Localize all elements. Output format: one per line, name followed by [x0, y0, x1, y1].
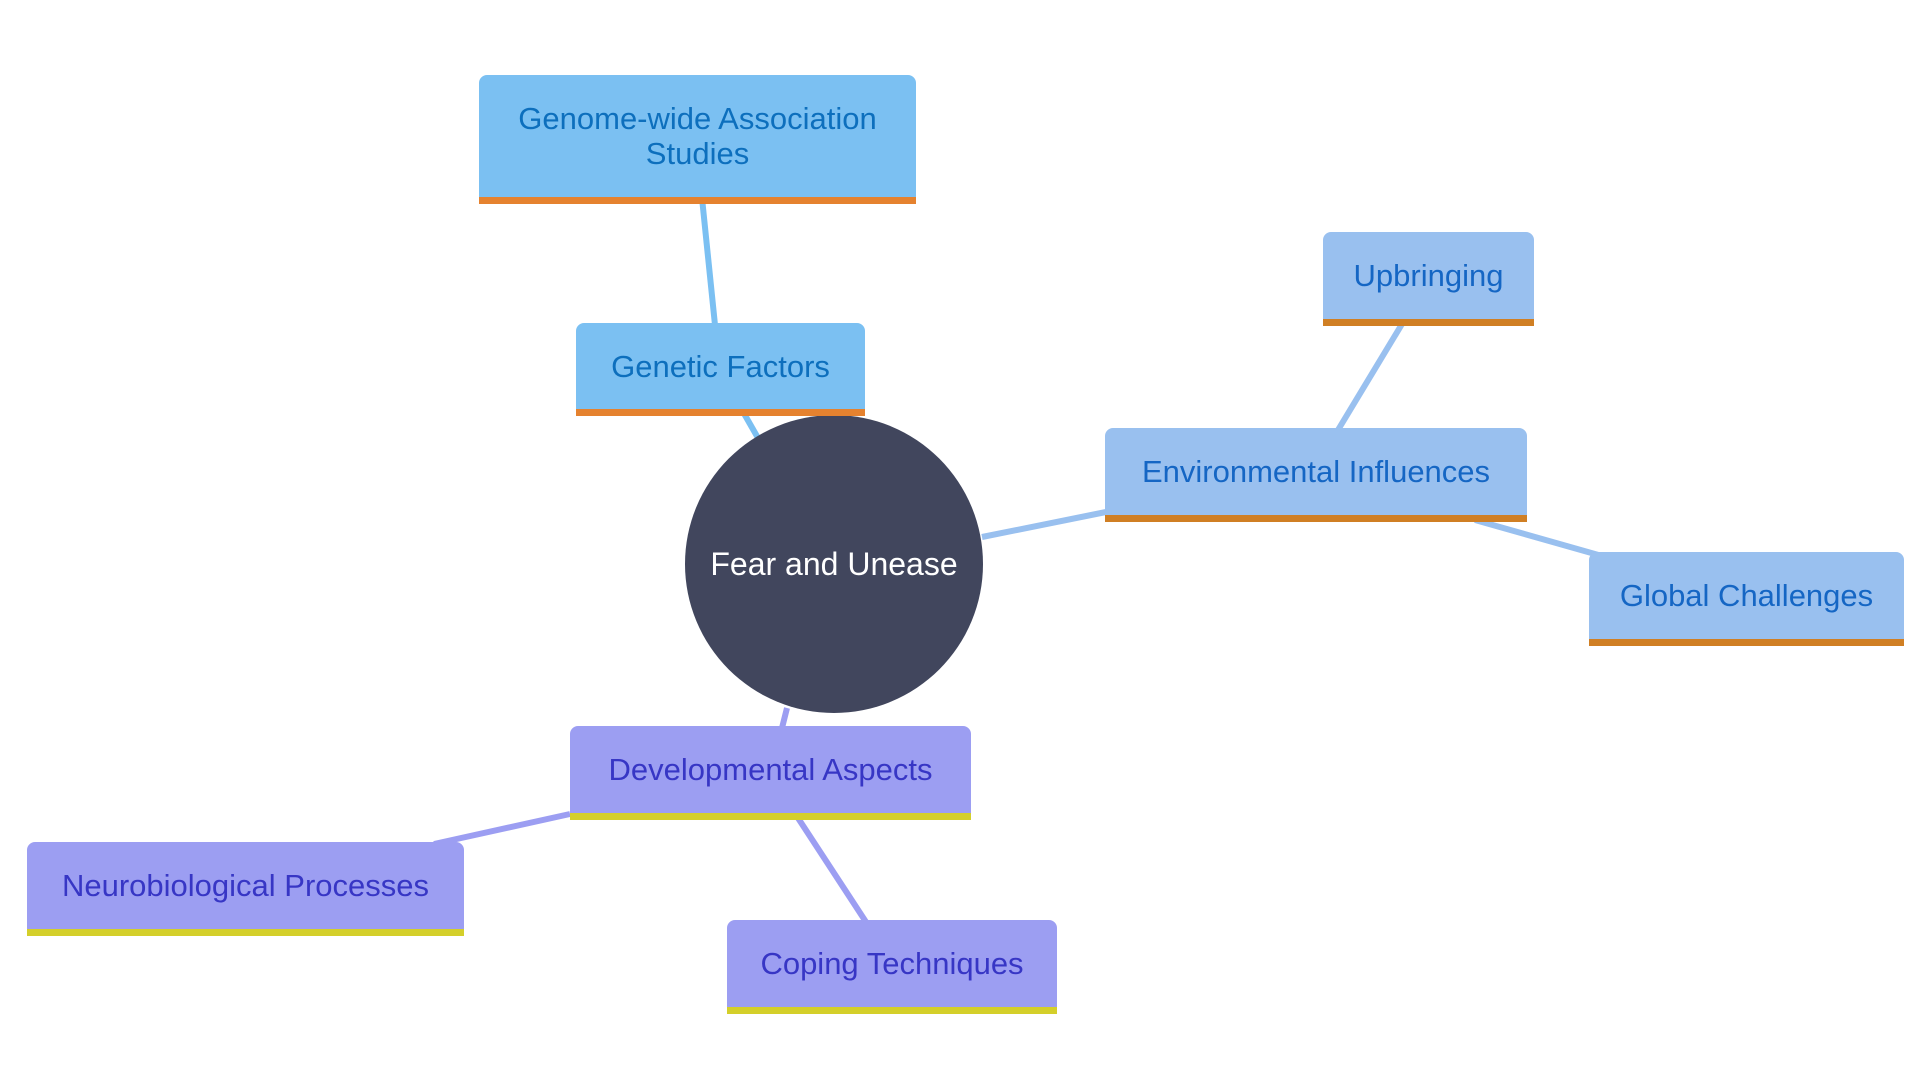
node-environmental-influences-label: Environmental Influences	[1141, 454, 1491, 489]
link-environmental-upbringing	[1335, 322, 1405, 432]
node-global-challenges-label: Global Challenges	[1619, 578, 1874, 613]
node-genome-wide-association-studies: Genome-wide Association Studies	[479, 75, 916, 204]
center-node-label: Fear and Unease	[710, 545, 958, 582]
node-genetic-factors: Genetic Factors	[576, 323, 865, 416]
node-genome-wide-association-studies-label: Genome-wide Association Studies	[518, 101, 877, 171]
link-developmental-coping	[795, 816, 869, 924]
center-node: Fear and Unease	[685, 415, 983, 713]
node-environmental-influences: Environmental Influences	[1105, 428, 1527, 522]
node-coping-techniques-label: Coping Techniques	[760, 946, 1024, 981]
node-developmental-aspects-label: Developmental Aspects	[608, 752, 933, 787]
link-developmental-neuro	[433, 811, 571, 847]
link-center-developmental	[779, 707, 790, 729]
node-developmental-aspects: Developmental Aspects	[570, 726, 971, 820]
node-upbringing-label: Upbringing	[1353, 258, 1504, 293]
link-genetic-genome	[699, 197, 718, 326]
node-coping-techniques: Coping Techniques	[727, 920, 1057, 1014]
link-center-environmental	[981, 509, 1107, 540]
node-upbringing: Upbringing	[1323, 232, 1534, 326]
node-neurobiological-processes-label: Neurobiological Processes	[61, 868, 430, 903]
node-neurobiological-processes: Neurobiological Processes	[27, 842, 464, 936]
link-environmental-global	[1474, 517, 1603, 559]
node-genetic-factors-label: Genetic Factors	[611, 348, 830, 384]
node-global-challenges: Global Challenges	[1589, 552, 1904, 646]
